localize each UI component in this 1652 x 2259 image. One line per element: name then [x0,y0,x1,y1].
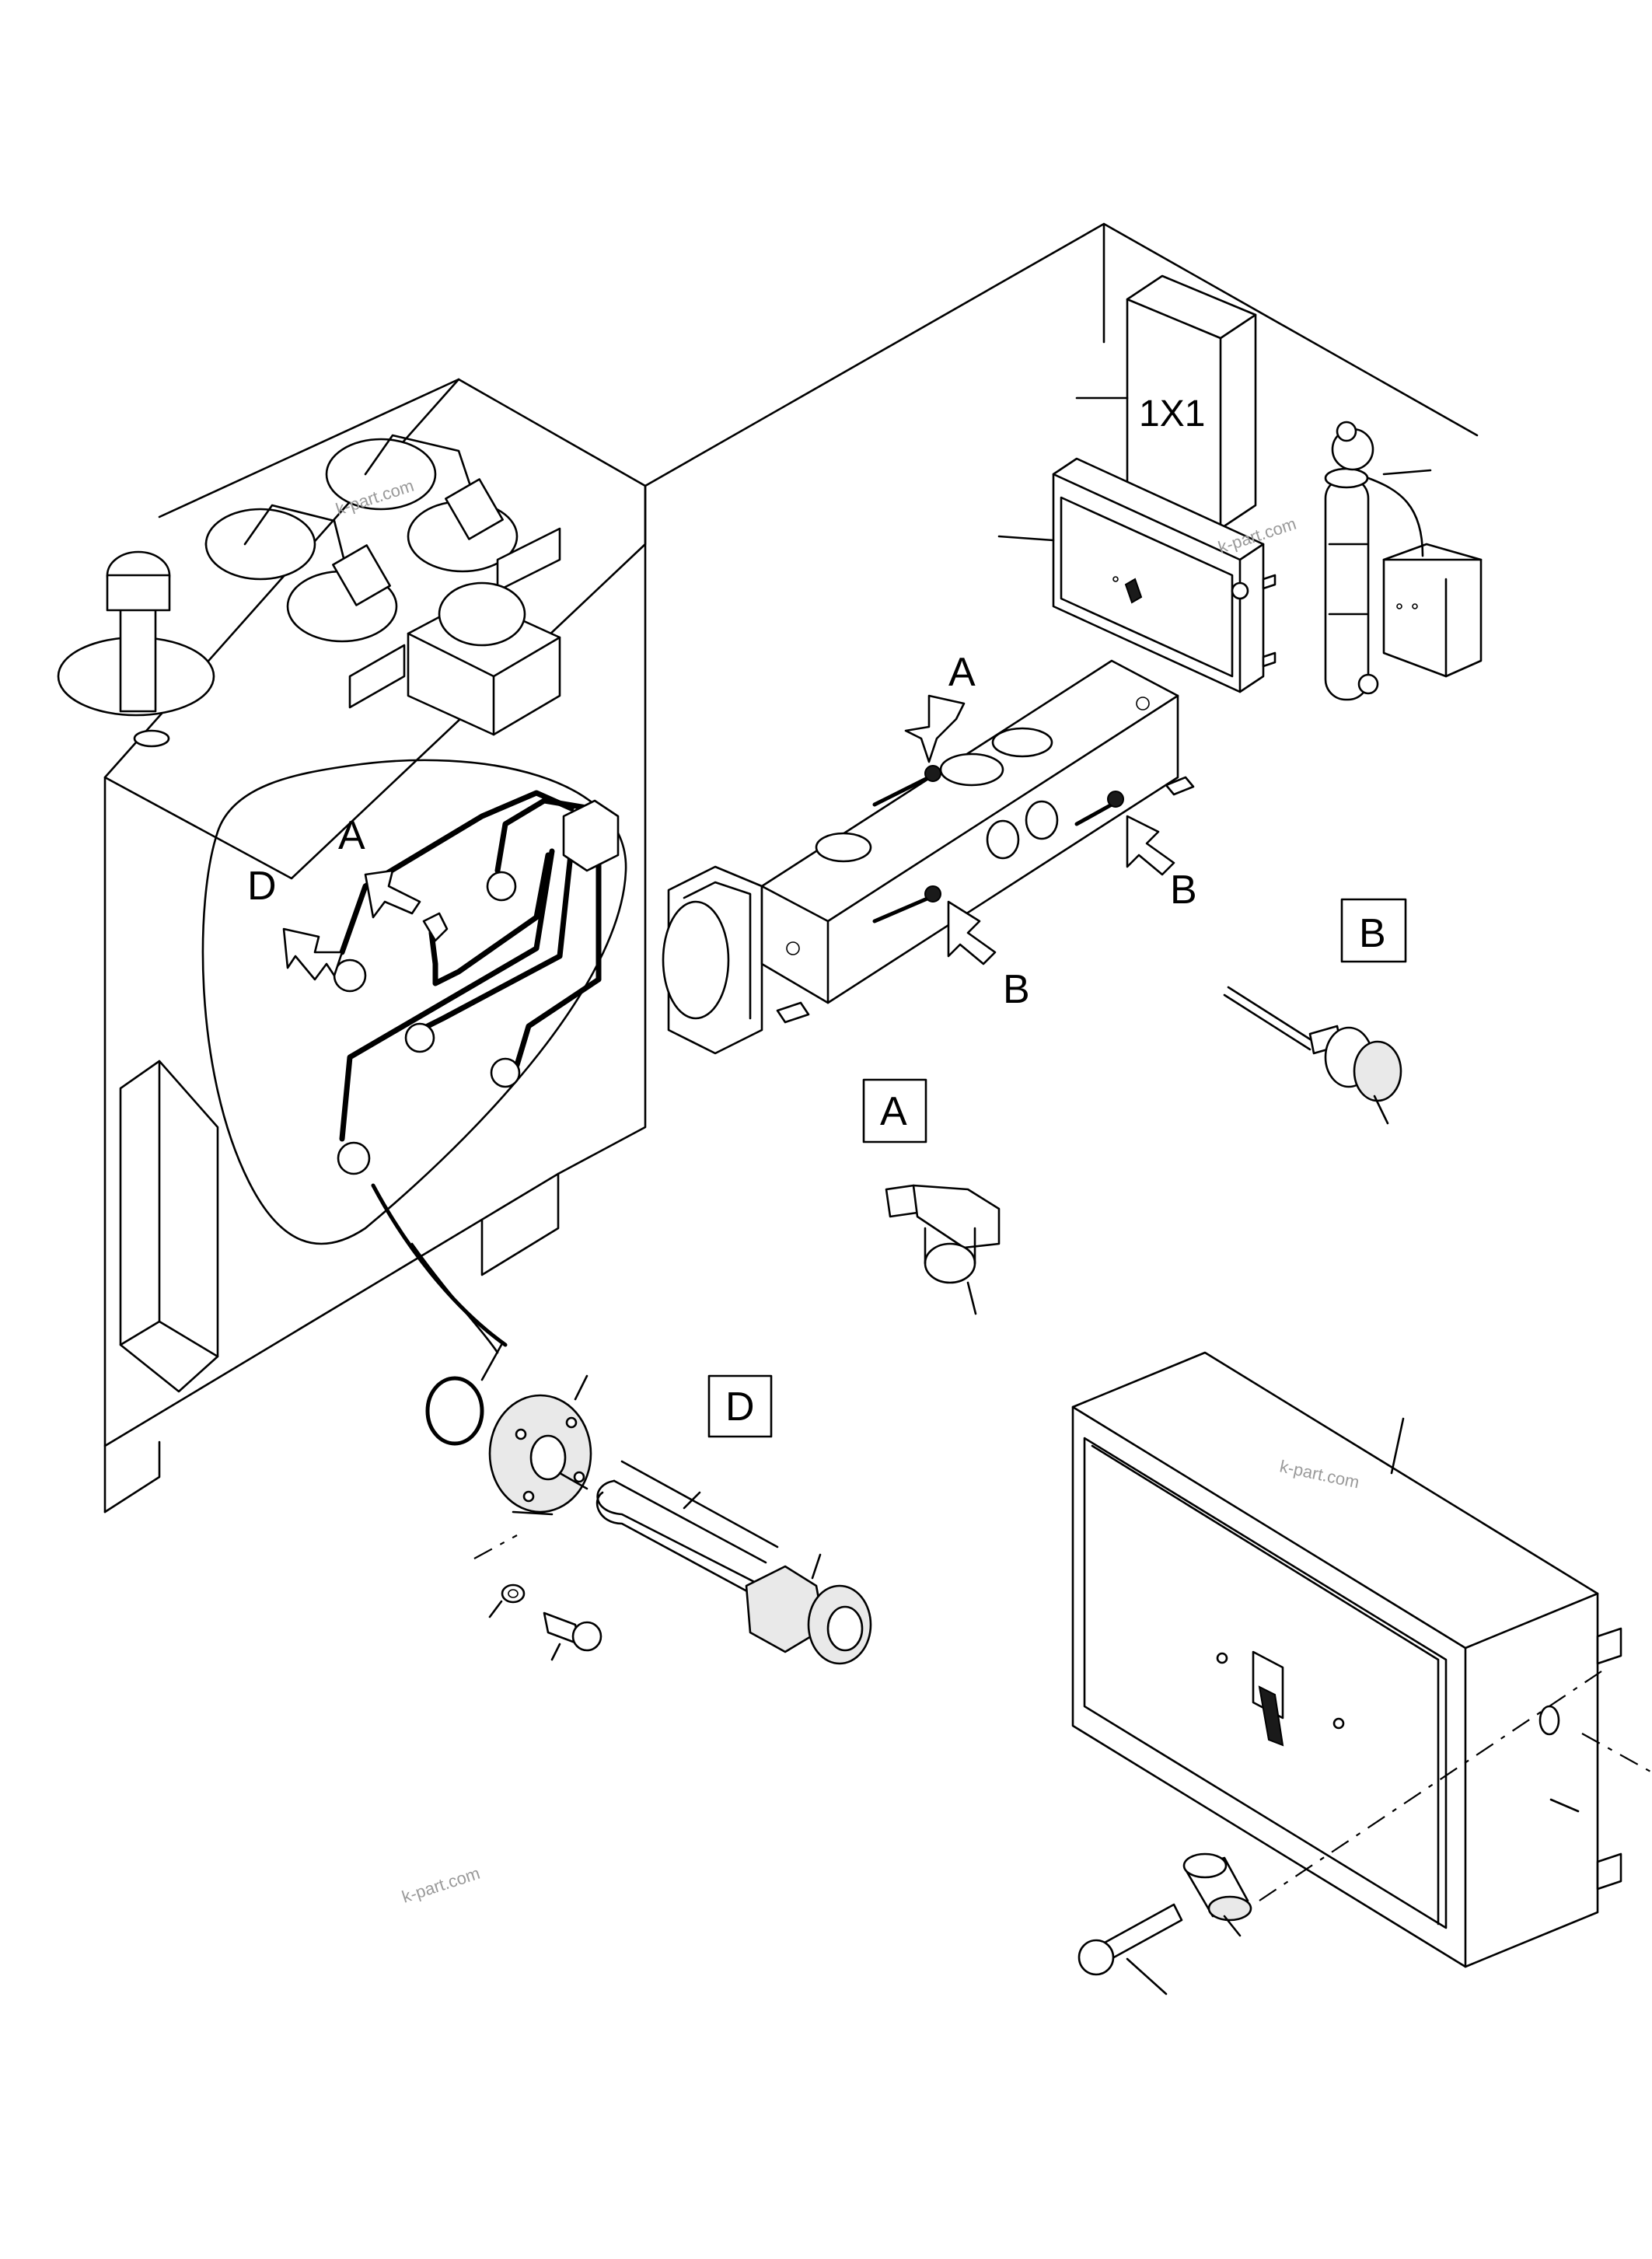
control-panel-small [997,457,1277,693]
callout-label-a-bar: A [948,650,976,695]
control-panel-large [1071,1351,1652,1995]
box-1x1-label: 1X1 [1139,393,1205,435]
box-1x1 [1075,274,1257,530]
detail-b-frame [1340,898,1407,963]
watermark: k-part.com [400,1863,483,1907]
manifold-bar [662,659,1195,1055]
detail-a [862,1078,1001,1315]
callout-label-d: D [247,864,277,909]
detail-d-label: D [725,1384,755,1430]
room-wall-lines [644,222,1479,487]
callout-label-b-bar: B [1003,967,1030,1012]
sensor-cylinder [1324,421,1483,701]
detail-a-label: A [880,1089,907,1134]
detail-d-frame [707,1374,773,1438]
wiring-detail-loop [201,759,627,1245]
detail-b-label: B [1359,911,1386,956]
callout-label-a: A [338,813,365,858]
detail-a-frame [862,1078,927,1143]
callout-label-b-bar-right: B [1170,868,1197,913]
detail-b [1223,898,1407,1125]
tank-unit [57,378,647,1514]
detail-d [425,1343,872,1665]
